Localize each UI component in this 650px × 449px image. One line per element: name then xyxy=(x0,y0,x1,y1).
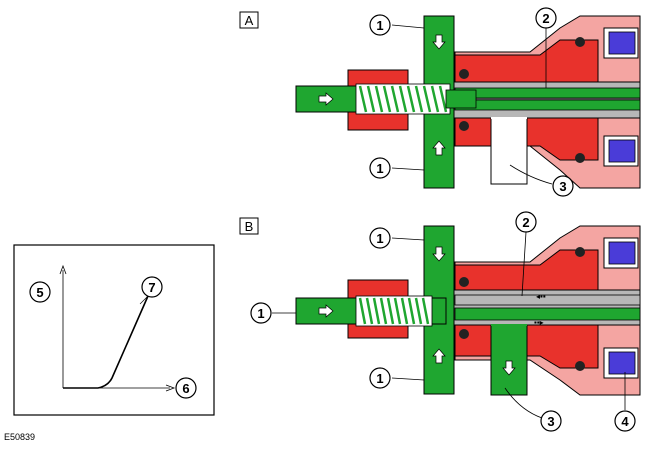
callout-6: 6 xyxy=(175,377,197,399)
svg-text:5: 5 xyxy=(36,285,43,300)
svg-text:1: 1 xyxy=(376,161,383,176)
svg-text:1: 1 xyxy=(376,231,383,246)
outlet-port-b xyxy=(490,324,528,396)
svg-text:4: 4 xyxy=(621,414,629,429)
callout-3-b: 3 xyxy=(540,410,562,432)
callout-1-a-top: 1 xyxy=(369,14,391,36)
spring-icon xyxy=(355,83,451,115)
svg-text:3: 3 xyxy=(547,414,554,429)
callout-5: 5 xyxy=(29,281,51,303)
graph-curve xyxy=(63,295,149,389)
inner-housing-b xyxy=(454,249,599,291)
callout-1-a-bottom: 1 xyxy=(369,157,391,179)
callout-1-b-top: 1 xyxy=(369,227,391,249)
callout-1-b-bottom: 1 xyxy=(369,367,391,389)
svg-text:1: 1 xyxy=(376,371,383,386)
callout-2-a: 2 xyxy=(535,7,557,29)
section-label-b: B xyxy=(245,219,254,234)
svg-text:1: 1 xyxy=(376,18,383,33)
callout-2-b: 2 xyxy=(515,211,537,233)
inner-housing-a xyxy=(454,39,599,83)
svg-text:7: 7 xyxy=(148,280,155,295)
svg-text:2: 2 xyxy=(522,215,529,230)
svg-text:1: 1 xyxy=(257,306,264,321)
svg-text:6: 6 xyxy=(182,381,189,396)
svg-text:▪▪▸: ▪▪▸ xyxy=(534,318,544,327)
svg-text:3: 3 xyxy=(559,179,566,194)
svg-text:2: 2 xyxy=(542,11,549,26)
callout-7: 7 xyxy=(141,276,163,298)
callout-3-a: 3 xyxy=(552,175,574,197)
callout-4-b: 4 xyxy=(614,410,636,432)
section-label-a: A xyxy=(245,13,254,28)
o-ring-icon xyxy=(459,69,469,79)
svg-text:◂▪▪: ◂▪▪ xyxy=(536,292,546,301)
figure-reference: E50839 xyxy=(4,432,35,442)
callout-1-b-left: 1 xyxy=(250,302,272,324)
outlet-port-a xyxy=(490,117,528,185)
section-b-assembly: ◂▪▪ ▪▪▸ B xyxy=(239,217,641,419)
spring-icon-b xyxy=(355,295,433,327)
section-a-assembly: A xyxy=(239,11,641,189)
